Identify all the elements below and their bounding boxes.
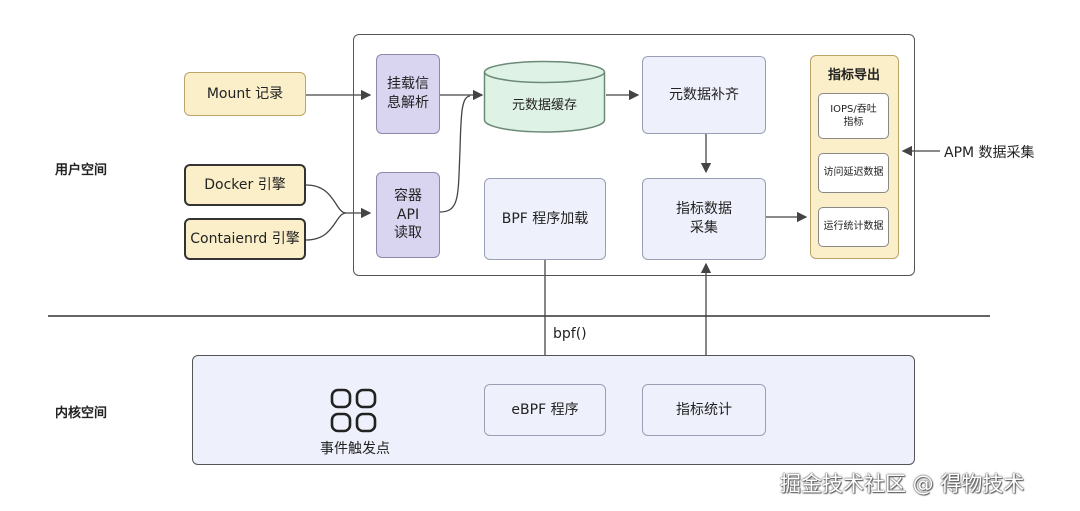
mount-parse-node: 挂载信息解析: [376, 54, 440, 134]
docker-engine-node: Docker 引擎: [184, 164, 306, 206]
grid-icon: [330, 388, 378, 434]
user-space-label: 用户空间: [55, 163, 108, 178]
arrow-docker-merge: [305, 184, 347, 214]
container-api-node: 容器 API 读取: [376, 172, 440, 258]
cylinder-shape: [483, 60, 606, 133]
metric-export-panel: 指标导出 IOPS/吞吐 指标 访问延迟数据 运行统计数据: [810, 55, 899, 259]
metadata-cache-label: 元数据缓存: [511, 98, 577, 113]
apm-collect-label: APM 数据采集: [944, 145, 1035, 161]
kernel-space-label: 内核空间: [55, 406, 108, 421]
ebpf-program-node: eBPF 程序: [484, 384, 606, 436]
metric-collect-node: 指标数据 采集: [642, 178, 766, 260]
arrow-containerd-merge: [305, 212, 347, 241]
containerd-engine-node: Contaienrd 引擎: [184, 218, 306, 260]
export-item-iops: IOPS/吞吐 指标: [818, 93, 889, 139]
metric-export-title: 指标导出: [827, 68, 880, 83]
arrow-api-to-cache: [439, 95, 471, 213]
metadata-complete-node: 元数据补齐: [642, 56, 766, 134]
event-trigger-label: 事件触发点: [320, 441, 390, 457]
export-item-runtime: 运行统计数据: [818, 207, 889, 247]
bpf-call-label: bpf(): [553, 326, 587, 342]
export-item-latency: 访问延迟数据: [818, 153, 889, 193]
watermark-text: 掘金技术社区 @ 得物技术: [780, 472, 1025, 496]
metadata-cache-node: 元数据缓存: [483, 60, 606, 134]
mount-record-node: Mount 记录: [184, 72, 306, 116]
bpf-load-node: BPF 程序加载: [484, 178, 606, 260]
user-space-container: [353, 34, 915, 276]
metric-stats-node: 指标统计: [642, 384, 766, 436]
